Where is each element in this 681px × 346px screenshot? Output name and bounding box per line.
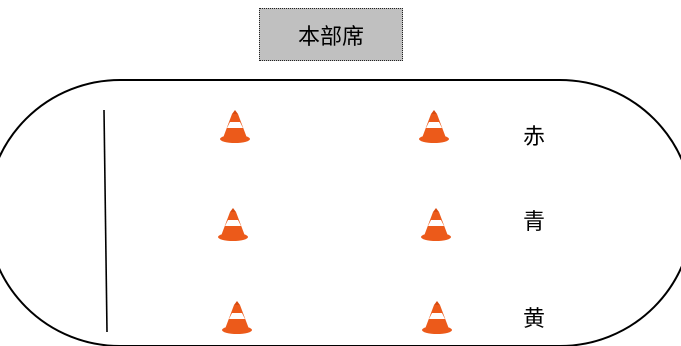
cone-3 (218, 208, 248, 241)
headquarters-box: 本部席 (259, 8, 403, 61)
start-line (103, 109, 108, 333)
cone-5 (222, 301, 252, 334)
cone-2 (419, 110, 449, 143)
cone-1 (220, 110, 250, 143)
team-label-blue: 青 (522, 210, 545, 235)
team-label-red: 赤 (522, 125, 545, 150)
cone-4 (421, 208, 451, 241)
cone-6 (422, 301, 452, 334)
track-oval (0, 79, 681, 346)
headquarters-label: 本部席 (297, 24, 364, 50)
team-label-yellow: 黄 (522, 307, 545, 332)
